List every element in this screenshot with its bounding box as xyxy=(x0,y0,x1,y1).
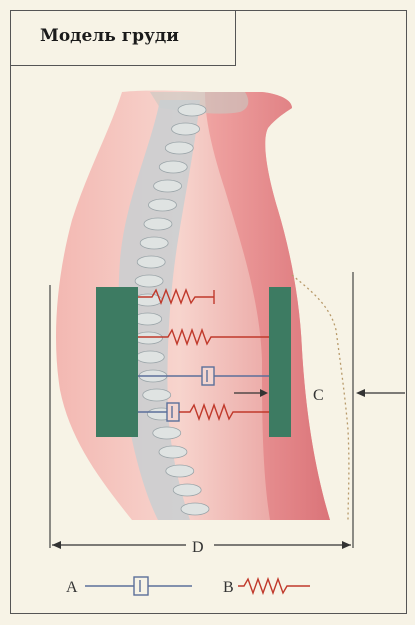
vertebra xyxy=(135,275,163,287)
vertebra xyxy=(165,142,193,154)
vertebra xyxy=(154,180,182,192)
vertebra xyxy=(173,484,201,496)
legend-label-b: B xyxy=(223,579,234,596)
vertebra xyxy=(136,351,164,363)
label-d: D xyxy=(192,539,204,556)
c-arrow xyxy=(356,389,405,397)
back-plate xyxy=(96,287,138,437)
legend-label-a: A xyxy=(66,579,78,596)
vertebra xyxy=(159,161,187,173)
vertebra xyxy=(178,104,206,116)
vertebra xyxy=(166,465,194,477)
vertebra xyxy=(159,446,187,458)
legend-damper-symbol xyxy=(85,577,192,595)
label-c: C xyxy=(313,387,324,404)
vertebra xyxy=(134,332,162,344)
front-plate xyxy=(269,287,291,437)
vertebra xyxy=(181,503,209,515)
vertebra xyxy=(143,389,171,401)
vertebra xyxy=(137,256,165,268)
vertebra xyxy=(153,427,181,439)
vertebra xyxy=(144,218,172,230)
vertebra xyxy=(148,199,176,211)
vertebra xyxy=(140,237,168,249)
vertebra xyxy=(172,123,200,135)
legend-spring-symbol xyxy=(238,579,310,593)
